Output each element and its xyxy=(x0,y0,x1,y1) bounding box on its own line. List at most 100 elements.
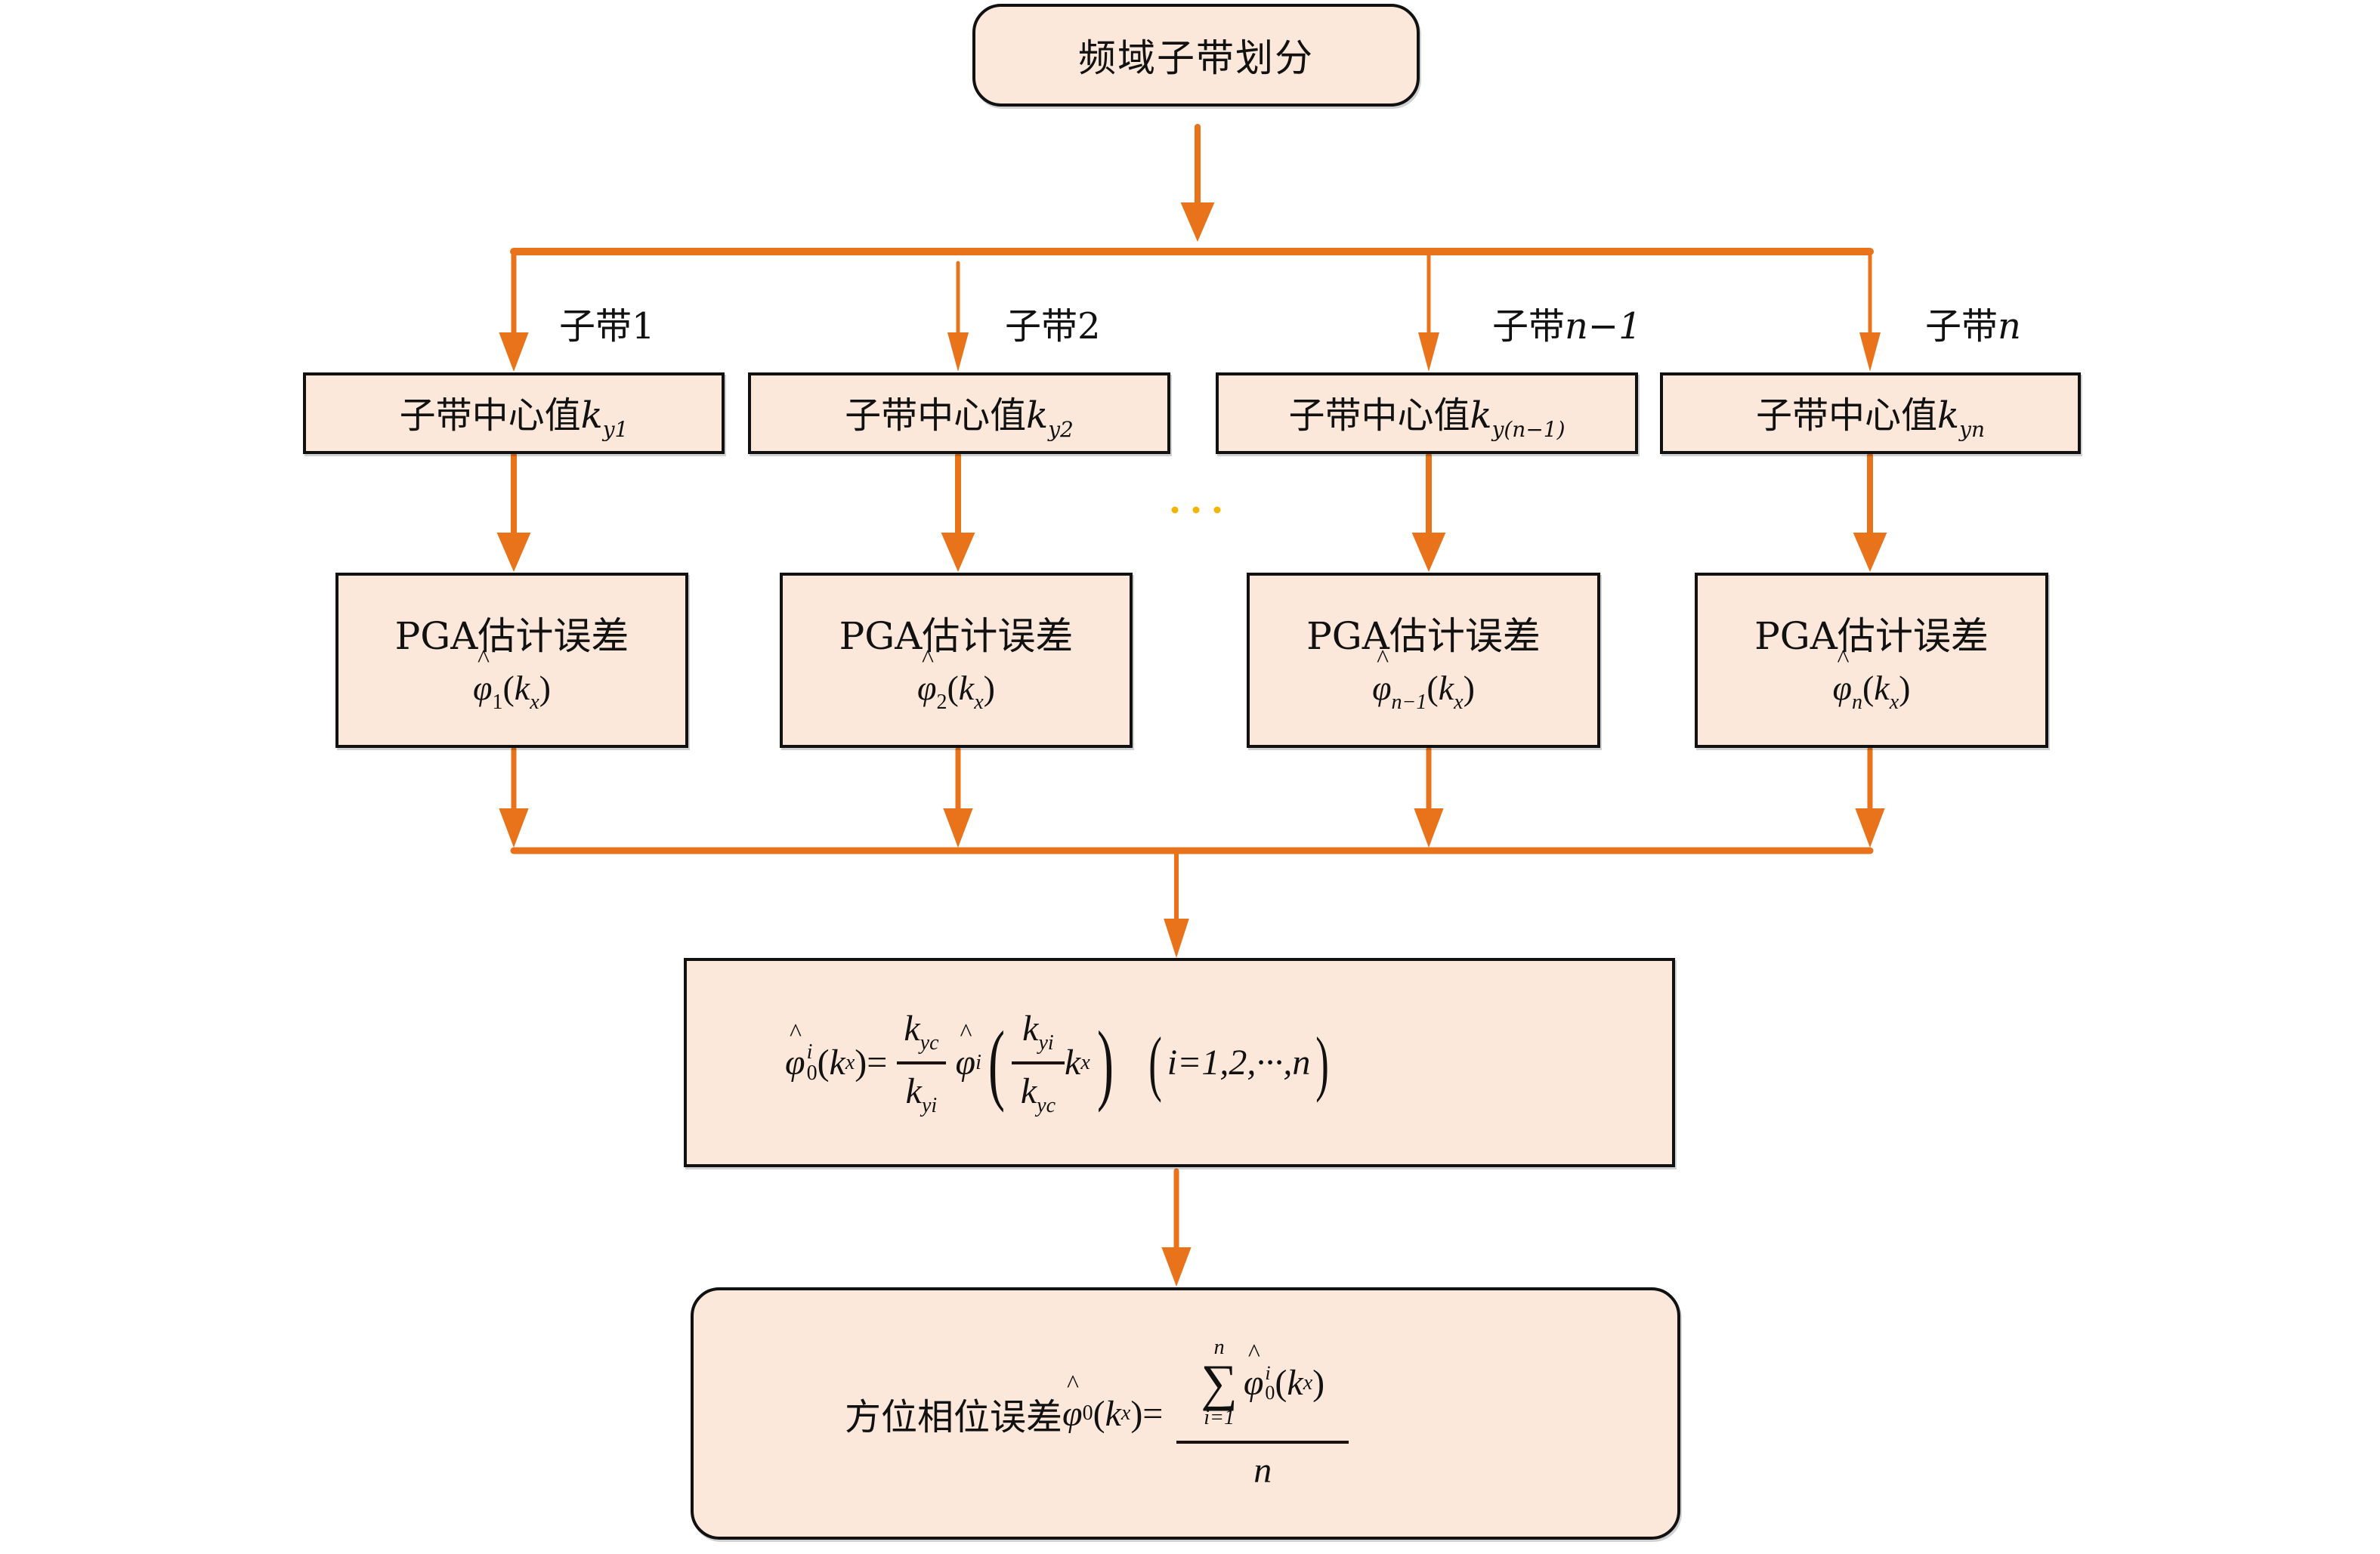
center-value-label: 子带中心值 xyxy=(399,394,581,437)
arg-sub: x xyxy=(530,690,539,714)
summation: n ∑ i=1 xyxy=(1201,1336,1237,1430)
summand-arg: k xyxy=(1287,1363,1303,1403)
branch-label-text: 子带 xyxy=(1005,305,1078,348)
phi-hat: φ xyxy=(1372,645,1391,708)
ellipsis-dots xyxy=(1171,506,1221,514)
branch-label-subband-1: 子带1 xyxy=(559,296,655,349)
phi-hat: φ xyxy=(917,645,936,708)
scaling-formula-box: φi0(kx)= kyc kyi φi ( kyi kyc kx ) (i=1,… xyxy=(684,958,1675,1167)
arrow-branch-n-head xyxy=(1859,332,1881,372)
center-value-sub: y1 xyxy=(602,416,629,442)
frac-den-sub: yc xyxy=(1037,1093,1056,1117)
center-value-text: 子带中心值ky1 xyxy=(400,385,629,442)
ellipsis-dot xyxy=(1192,506,1200,514)
lhs-sub: 0 xyxy=(806,1061,818,1085)
fraction-kyi-over-kyc: kyi kyc xyxy=(1011,1008,1065,1118)
center-value-sub: y(n−1) xyxy=(1491,416,1566,442)
center-value-var: k xyxy=(580,394,603,437)
pga-error-box-2: PGA估计误差 φ2(kx) xyxy=(780,573,1133,748)
pga-formula: φ2(kx) xyxy=(917,645,995,715)
arrow-merge-to-scaling-head xyxy=(1164,919,1189,958)
summand-arg-sub: x xyxy=(1303,1370,1313,1395)
scaling-formula: φi0(kx)= kyc kyi φi ( kyi kyc kx ) (i=1,… xyxy=(785,1008,1334,1118)
phi-sub: 2 xyxy=(936,690,947,714)
branch-label-index: 1 xyxy=(632,305,655,348)
branch-label-text: 子带 xyxy=(1925,305,1998,348)
sum-upper: n xyxy=(1213,1335,1225,1359)
average-fraction: n ∑ i=1 φi0(kx) n xyxy=(1176,1336,1349,1491)
right-paren: ) xyxy=(1096,1012,1114,1113)
range-right-paren: ) xyxy=(1315,1021,1330,1103)
sum-lower: i=1 xyxy=(1204,1406,1235,1430)
phi-sub: n−1 xyxy=(1391,690,1427,714)
ellipsis-dot xyxy=(1171,506,1179,514)
start-node-subband-division: 频域子带划分 xyxy=(972,4,1420,107)
arrow-pga-to-merge-1-head xyxy=(499,808,529,848)
pga-error-box-1: PGA估计误差 φ1(kx) xyxy=(335,573,688,748)
equals-sign: = xyxy=(1142,1393,1164,1434)
range-left-paren: ( xyxy=(1148,1021,1162,1103)
arrow-pga-to-merge-n-head xyxy=(1855,808,1885,848)
start-node-label: 频域子带划分 xyxy=(1078,36,1314,80)
lhs-arg: k xyxy=(829,1043,845,1083)
center-value-label: 子带中心值 xyxy=(1288,394,1470,437)
frac-num: k xyxy=(904,1008,920,1049)
center-value-var: k xyxy=(1470,394,1492,437)
center-value-var: k xyxy=(1937,394,1960,437)
denominator: n xyxy=(1253,1451,1272,1491)
pga-formula: φn−1(kx) xyxy=(1372,645,1475,715)
summand-sup: i xyxy=(1265,1361,1271,1384)
branch-label-subband-2: 子带2 xyxy=(1005,296,1101,349)
frac-num-sub: yc xyxy=(920,1030,939,1055)
arrow-branch-2-head xyxy=(947,332,969,372)
frac-den: k xyxy=(905,1070,922,1111)
phi-hat: φ xyxy=(1833,645,1852,708)
phi-sub: n xyxy=(1851,690,1862,714)
pga-label: PGA估计误差 xyxy=(1754,614,1989,658)
center-value-box-n-minus-1: 子带中心值ky(n−1) xyxy=(1216,372,1638,454)
center-value-label: 子带中心值 xyxy=(1756,394,1938,437)
arrow-center-to-pga-1-head xyxy=(496,533,531,572)
arrow-pga-to-merge-n-minus-1-head xyxy=(1414,808,1444,848)
result-arg: k xyxy=(1105,1393,1121,1434)
arg: k xyxy=(514,669,530,707)
branch-label-text: 子带 xyxy=(559,305,632,348)
center-value-sub: y2 xyxy=(1048,416,1074,442)
frac-den: k xyxy=(1020,1070,1037,1111)
result-label: 方位相位误差 xyxy=(845,1396,1063,1438)
branch-label-index: n−1 xyxy=(1565,305,1642,348)
center-value-label: 子带中心值 xyxy=(845,394,1027,437)
tail-sub: x xyxy=(1080,1050,1090,1074)
summand-phi: φ xyxy=(1244,1339,1264,1404)
fraction-kyc-over-kyi: kyc kyi xyxy=(895,1008,947,1118)
result-phi-sub: 0 xyxy=(1082,1401,1093,1425)
phi-i: φ xyxy=(956,1019,976,1083)
pga-error-box-n-minus-1: PGA估计误差 φn−1(kx) xyxy=(1247,573,1600,748)
phi-sub: 1 xyxy=(492,690,503,714)
arg: k xyxy=(1438,669,1454,707)
phi-i-sub: i xyxy=(975,1050,981,1074)
arg-sub: x xyxy=(1454,690,1464,714)
center-value-box-1: 子带中心值ky1 xyxy=(303,372,725,454)
arrow-scaling-to-result-head xyxy=(1161,1247,1192,1287)
pga-label: PGA估计误差 xyxy=(839,614,1074,658)
result-phi: φ xyxy=(1062,1370,1083,1435)
arrow-pga-to-merge-2-head xyxy=(943,808,973,848)
pga-formula: φ1(kx) xyxy=(473,645,551,715)
sum-symbol: ∑ xyxy=(1201,1353,1238,1411)
arrow-center-to-pga-n-head xyxy=(1853,533,1887,572)
branch-label-text: 子带 xyxy=(1492,305,1566,348)
frac-num: k xyxy=(1022,1008,1039,1049)
branch-label-index: 2 xyxy=(1077,305,1101,348)
pga-error-box-n: PGA估计误差 φn(kx) xyxy=(1695,573,2048,748)
result-formula: 方位相位误差 φ0(kx)= n ∑ i=1 φi0(kx) n xyxy=(845,1336,1349,1491)
ellipsis-dot xyxy=(1213,506,1221,514)
center-value-box-n: 子带中心值kyn xyxy=(1660,372,2081,454)
frac-num-sub: yi xyxy=(1038,1030,1054,1055)
center-value-var: k xyxy=(1026,394,1049,437)
left-paren: ( xyxy=(988,1012,1005,1113)
pga-label: PGA估计误差 xyxy=(1306,614,1541,658)
result-node-azimuth-phase-error: 方位相位误差 φ0(kx)= n ∑ i=1 φi0(kx) n xyxy=(691,1287,1680,1540)
equals-sign: = xyxy=(867,1043,888,1083)
